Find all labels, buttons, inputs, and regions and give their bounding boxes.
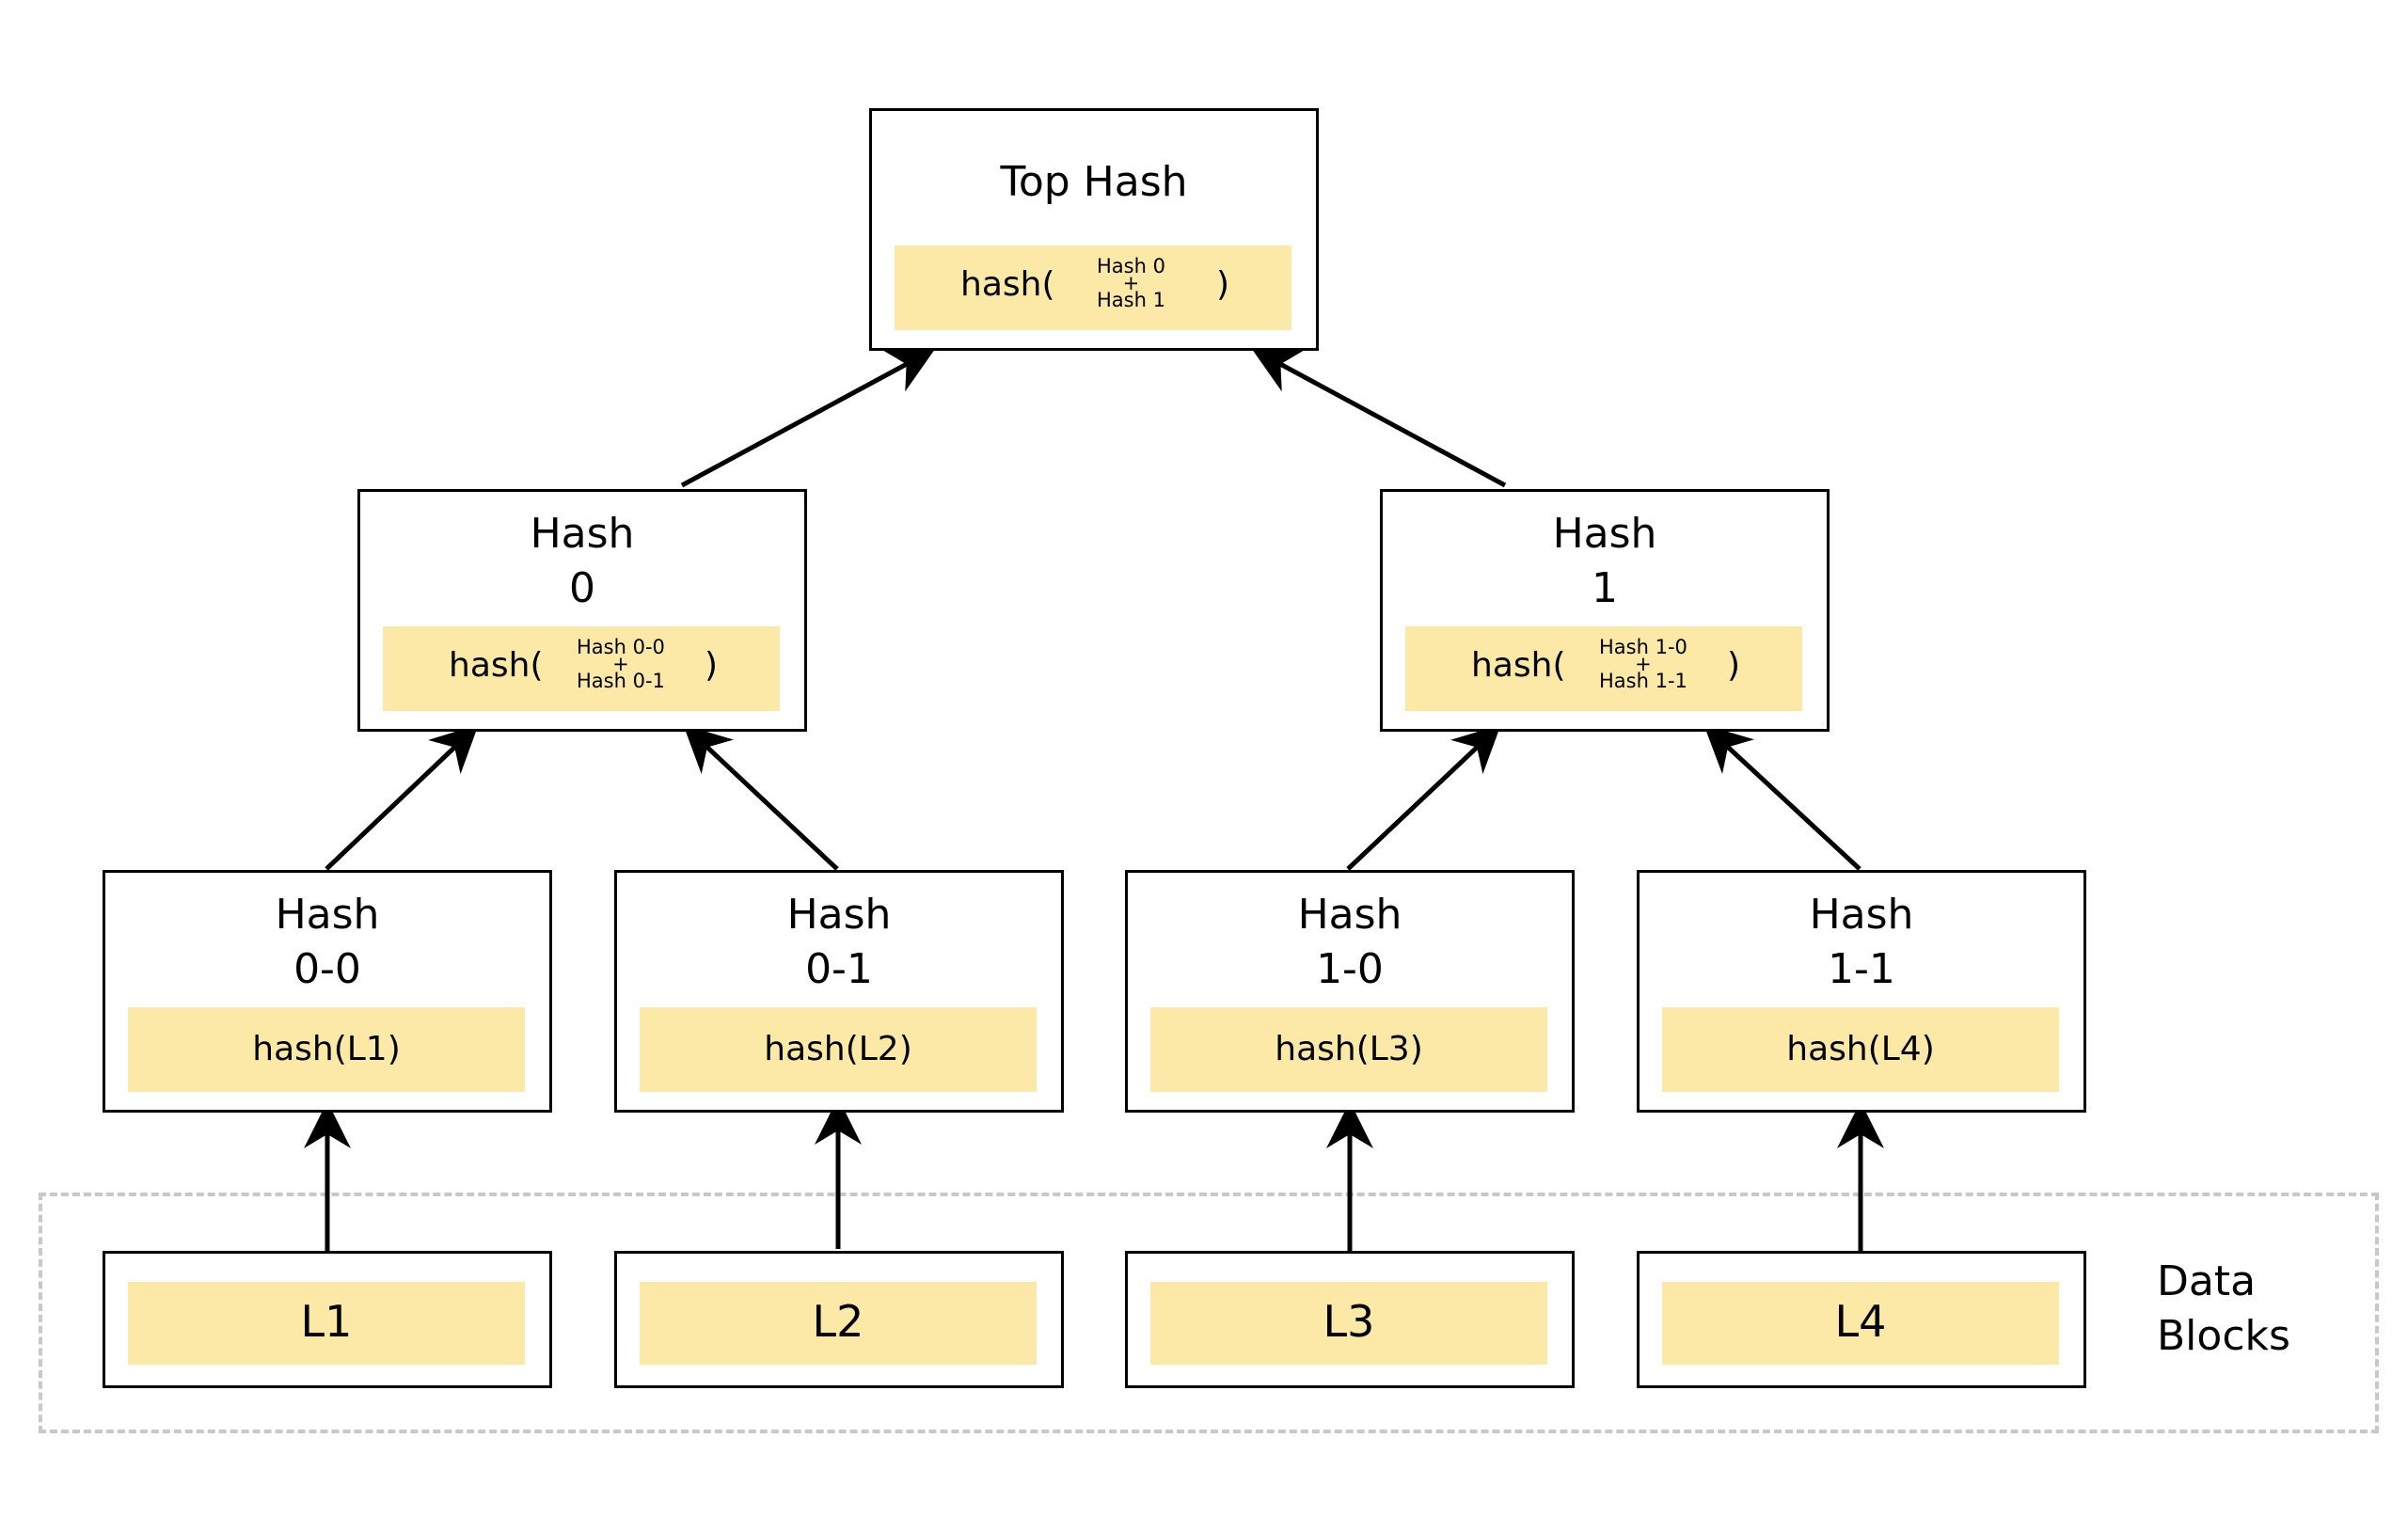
top-hash-title: Top Hash (1000, 158, 1188, 206)
hash-1-1-band: hash(L4) (1662, 1007, 2059, 1092)
hash-1-title-line1: Hash (1552, 510, 1657, 558)
hash-0-input-b: Hash 0-1 (577, 670, 665, 692)
hash-1-0-fn: hash(L3) (1275, 1030, 1423, 1068)
top-hash-node: Top Hash hash( Hash 0 + Hash 1 ) (869, 108, 1319, 351)
hash-0-0-title-line2: 0-0 (293, 945, 361, 993)
leaf-l3-node: L3 (1125, 1251, 1575, 1388)
hash-1-input-a: Hash 1-0 (1599, 636, 1687, 658)
hash-0-fn: hash( (449, 646, 544, 685)
leaf-l1-node: L1 (103, 1251, 552, 1388)
leaf-l1-label: L1 (300, 1296, 353, 1347)
hash-0-0-title-line1: Hash (275, 891, 380, 939)
leaf-l2-label: L2 (812, 1296, 864, 1347)
leaf-l4-node: L4 (1637, 1251, 2086, 1388)
data-blocks-label-line1: Data (2157, 1257, 2257, 1305)
arrow-h1-to-top (1251, 348, 1507, 488)
hash-0-0-band: hash(L1) (128, 1007, 525, 1092)
hash-0-1-node: Hash 0-1 hash(L2) (614, 870, 1064, 1113)
hash-1-title-line2: 1 (1592, 564, 1618, 612)
hash-0-close: ) (705, 646, 719, 685)
hash-0-input-a: Hash 0-0 (577, 636, 665, 658)
hash-1-1-title-line1: Hash (1809, 891, 1914, 939)
hash-0-node: Hash 0 hash( Hash 0-0 + Hash 0-1 ) (357, 489, 807, 732)
hash-0-0-fn: hash(L1) (252, 1030, 401, 1068)
hash-0-1-fn: hash(L2) (764, 1030, 912, 1068)
top-hash-inputs: Hash 0 + Hash 1 (1097, 255, 1165, 311)
hash-0-band: hash( Hash 0-0 + Hash 0-1 ) (383, 626, 780, 711)
leaf-l4-band: L4 (1662, 1282, 2059, 1365)
arrow-h10-to-h1 (1346, 724, 1501, 871)
top-hash-fn: hash( (960, 265, 1055, 304)
arrow-h01-to-h0 (683, 724, 839, 871)
leaf-l1-band: L1 (128, 1282, 525, 1365)
hash-1-0-node: Hash 1-0 hash(L3) (1125, 870, 1575, 1113)
data-blocks-region (39, 1193, 2379, 1433)
hash-1-1-node: Hash 1-1 hash(L4) (1637, 870, 2086, 1113)
leaf-l2-band: L2 (640, 1282, 1037, 1365)
leaf-l2-node: L2 (614, 1251, 1064, 1388)
leaf-l3-label: L3 (1323, 1296, 1375, 1347)
hash-1-0-band: hash(L3) (1150, 1007, 1547, 1092)
hash-1-0-title-line2: 1-0 (1316, 945, 1384, 993)
hash-1-1-title-line2: 1-1 (1828, 945, 1895, 993)
hash-1-fn: hash( (1471, 646, 1566, 685)
hash-0-1-band: hash(L2) (640, 1007, 1037, 1092)
hash-1-band: hash( Hash 1-0 + Hash 1-1 ) (1405, 626, 1802, 711)
top-hash-input-b: Hash 1 (1097, 289, 1165, 311)
leaf-l4-label: L4 (1834, 1296, 1887, 1347)
hash-1-input-b: Hash 1-1 (1599, 670, 1687, 692)
top-hash-band: hash( Hash 0 + Hash 1 ) (895, 245, 1291, 330)
arrow-h0-to-top (680, 348, 936, 488)
data-blocks-label: Data Blocks (2157, 1255, 2290, 1364)
hash-1-op: + (1635, 653, 1652, 675)
leaf-l3-band: L3 (1150, 1282, 1547, 1365)
hash-1-0-title-line1: Hash (1297, 891, 1402, 939)
arrow-h11-to-h1 (1703, 724, 1861, 871)
hash-0-0-node: Hash 0-0 hash(L1) (103, 870, 552, 1113)
hash-0-1-title-line1: Hash (786, 891, 892, 939)
hash-0-title-line2: 0 (569, 564, 595, 612)
hash-1-node: Hash 1 hash( Hash 1-0 + Hash 1-1 ) (1380, 489, 1830, 732)
hash-0-title-line1: Hash (530, 510, 635, 558)
top-hash-close: ) (1216, 265, 1230, 304)
hash-0-op: + (612, 653, 629, 675)
top-hash-op: + (1122, 272, 1140, 294)
top-hash-input-a: Hash 0 (1097, 255, 1165, 277)
hash-1-1-fn: hash(L4) (1786, 1030, 1935, 1068)
hash-1-close: ) (1727, 646, 1741, 685)
arrow-h00-to-h0 (325, 724, 479, 871)
hash-1-inputs: Hash 1-0 + Hash 1-1 (1599, 636, 1687, 692)
hash-0-1-title-line2: 0-1 (805, 945, 873, 993)
hash-0-inputs: Hash 0-0 + Hash 0-1 (577, 636, 665, 692)
data-blocks-label-line2: Blocks (2157, 1312, 2290, 1360)
